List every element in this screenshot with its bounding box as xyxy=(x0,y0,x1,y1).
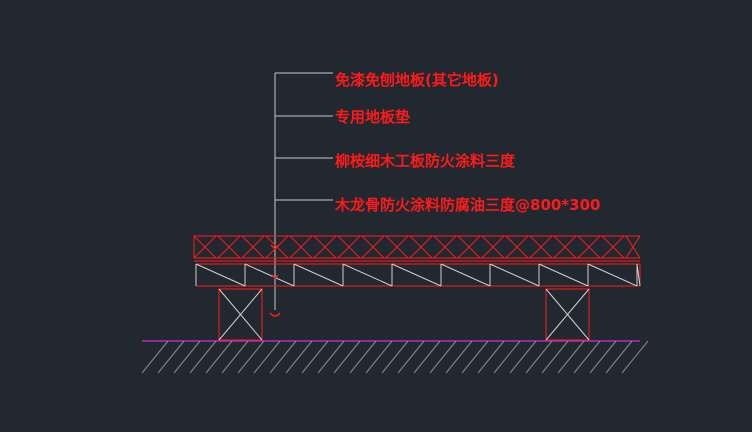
floorboard-hatch-line xyxy=(601,235,625,259)
ground-hatch-line xyxy=(317,340,345,374)
plywood-diagonal-line xyxy=(587,263,638,287)
floorboard-hatch-line xyxy=(481,235,505,259)
ground-hatch-line xyxy=(621,340,649,374)
ground-hatch-line xyxy=(557,340,585,374)
plywood-diagonal-line xyxy=(489,263,540,287)
floorboard-hatch-line xyxy=(241,235,265,259)
ground-hatch-line xyxy=(477,340,505,374)
floorboard-hatch-line xyxy=(577,235,601,259)
label-joist: 木龙骨防火涂料防腐油三度@800*300 xyxy=(334,196,600,214)
plywood-diagonal-line xyxy=(195,263,246,287)
floorboard-hatch-line xyxy=(193,235,217,259)
floorboard-hatch xyxy=(193,235,641,259)
floorboard-hatch-line xyxy=(361,235,385,259)
annotation-labels: 免漆免刨地板(其它地板) 专用地板垫 柳桉细木工板防火涂料三度 木龙骨防火涂料防… xyxy=(334,71,600,214)
ground-hatch-line xyxy=(269,340,297,374)
ground-hatch-line xyxy=(365,340,393,374)
ground-hatch-line xyxy=(525,340,553,374)
ground-hatch-line xyxy=(429,340,457,374)
plywood-diagonal-line xyxy=(440,263,491,287)
label-floorboard: 免漆免刨地板(其它地板) xyxy=(335,71,499,89)
ground-hatch-line xyxy=(173,340,201,374)
joist-right xyxy=(545,288,590,341)
plywood-diagonal-line xyxy=(342,263,393,287)
ground-hatch-line xyxy=(141,340,169,374)
floorboard-hatch-line xyxy=(337,235,361,259)
floorboard-hatch-line xyxy=(409,235,433,259)
plywood-layer xyxy=(195,263,641,287)
label-plywood: 柳桉细木工板防火涂料三度 xyxy=(335,152,516,170)
ground-hatch-line xyxy=(349,340,377,374)
ground-hatch-line xyxy=(253,340,281,374)
ground-hatch-line xyxy=(493,340,521,374)
plywood-diagonal-line xyxy=(391,263,442,287)
ground-hatch-line xyxy=(333,340,361,374)
joist-left xyxy=(218,288,263,341)
ground-hatch-line xyxy=(445,340,473,374)
ground-hatch-line xyxy=(221,340,249,374)
ground-hatch-line xyxy=(285,340,313,374)
plywood-diagonal-line xyxy=(244,263,295,287)
ground-hatch-line xyxy=(237,340,265,374)
floorboard-hatch-line xyxy=(385,235,409,259)
ground-hatch-line xyxy=(413,340,441,374)
floorboard-hatch-line xyxy=(289,235,313,259)
plywood-diagonal-line xyxy=(538,263,589,287)
plywood-diagonal-line xyxy=(636,263,641,287)
floorboard-hatch-line xyxy=(313,235,337,259)
floorboard-layer xyxy=(193,235,641,259)
floorboard-hatch-line xyxy=(553,235,577,259)
ground-hatch-line xyxy=(189,340,217,374)
floorboard-hatch-line xyxy=(625,235,641,259)
ground-hatch-line xyxy=(301,340,329,374)
label-floor-pad: 专用地板垫 xyxy=(335,108,410,126)
floorboard-hatch-line xyxy=(505,235,529,259)
ground-hatch-line xyxy=(509,340,537,374)
floorboard-hatch-line xyxy=(217,235,241,259)
floorboard-hatch-line xyxy=(457,235,481,259)
leader-lines xyxy=(274,72,333,310)
leader-arrows xyxy=(269,244,281,317)
ground-hatch xyxy=(141,340,649,374)
floorboard-hatch-line xyxy=(433,235,457,259)
ground-hatch-line xyxy=(589,340,617,374)
ground-hatch-line xyxy=(205,340,233,374)
ground-hatch-line xyxy=(541,340,569,374)
ground-hatch-line xyxy=(573,340,601,374)
ground-hatch-line xyxy=(157,340,185,374)
ground-hatch-line xyxy=(397,340,425,374)
ground-hatch-line xyxy=(461,340,489,374)
plywood-hatch xyxy=(195,263,641,287)
plywood-diagonal-line xyxy=(293,263,344,287)
ground-hatch-line xyxy=(381,340,409,374)
ground-hatch-line xyxy=(605,340,633,374)
floorboard-hatch-line xyxy=(529,235,553,259)
